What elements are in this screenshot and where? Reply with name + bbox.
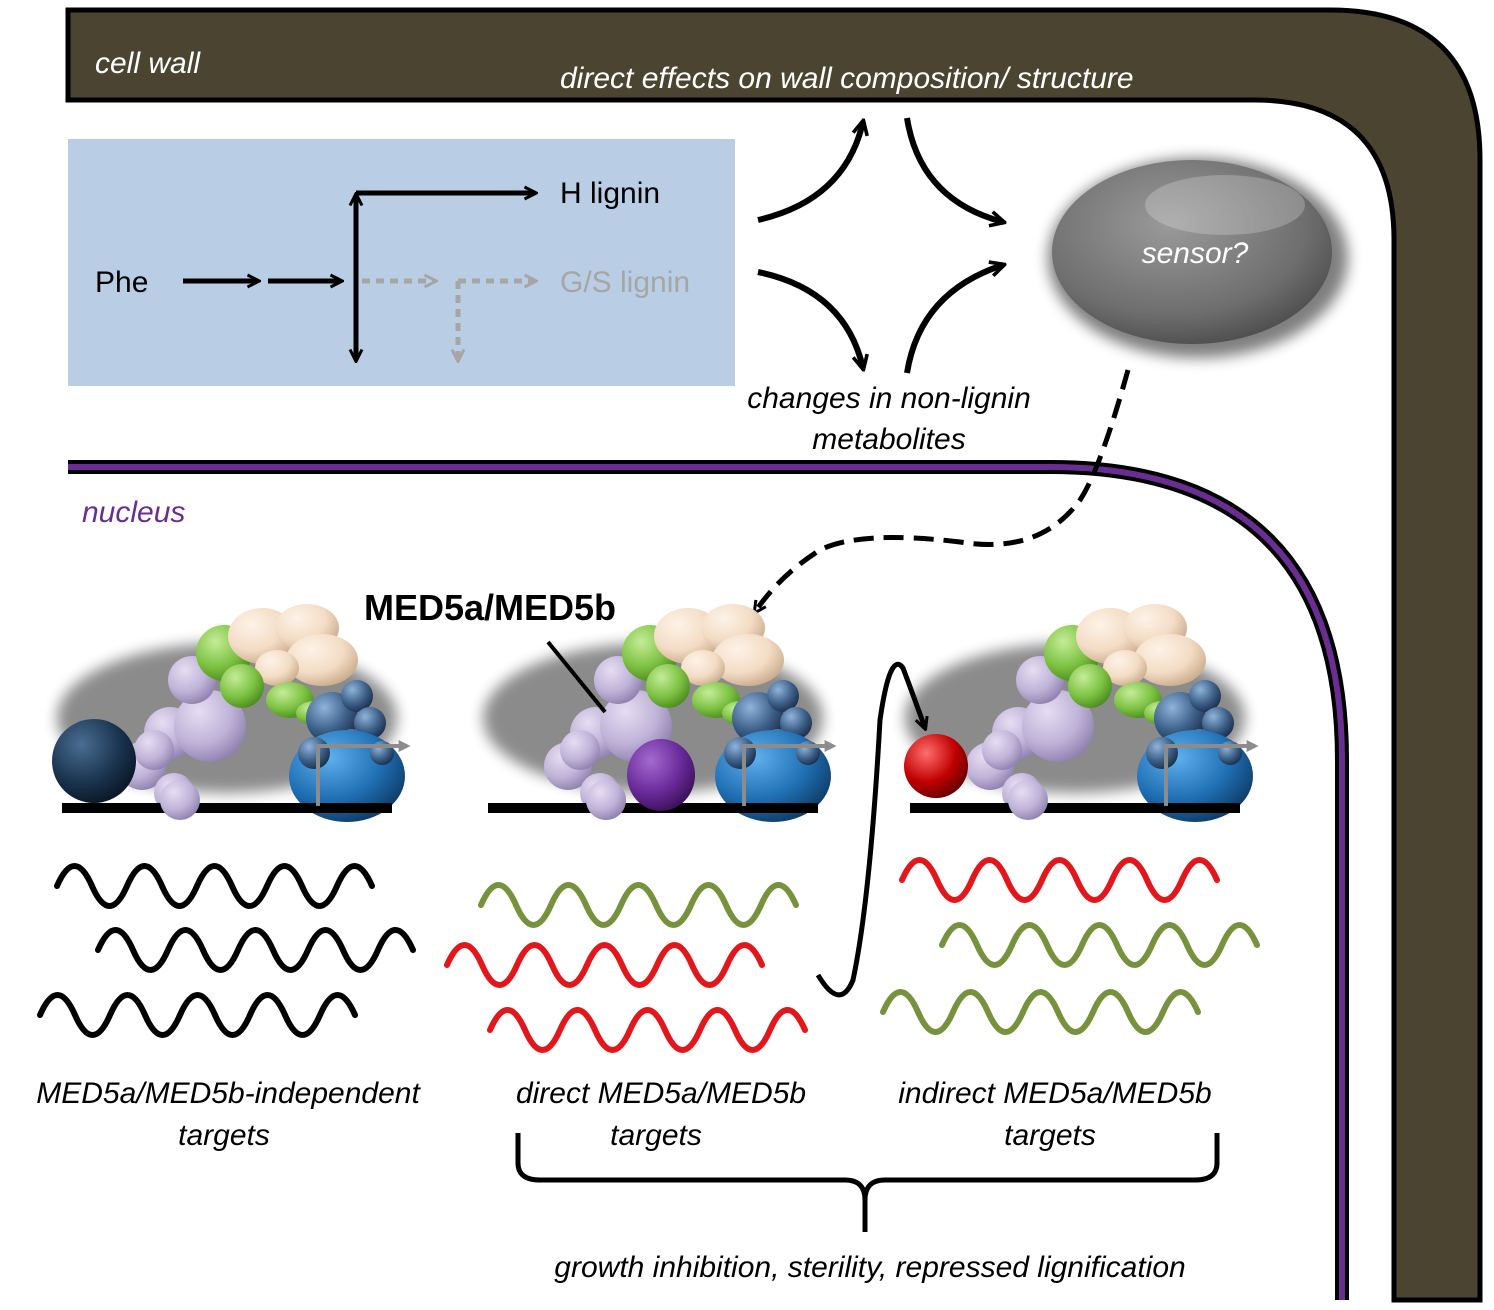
changes-label-line1: changes in non-lignin bbox=[747, 382, 1031, 415]
med5-label: MED5a/MED5b bbox=[364, 587, 616, 628]
lignin-pathway-box bbox=[68, 139, 735, 386]
phenotype-label: growth inhibition, sterility, repressed … bbox=[554, 1251, 1185, 1284]
mediator-complex-independent bbox=[52, 604, 407, 822]
independent-targets-line1: MED5a/MED5b-independent bbox=[36, 1077, 421, 1110]
cell-wall-shape bbox=[65, 7, 1483, 1303]
signal-dashed-arrow bbox=[755, 369, 1131, 612]
sensor-icon bbox=[1052, 160, 1332, 344]
gs-lignin-label: G/S lignin bbox=[560, 266, 690, 299]
phe-label: Phe bbox=[95, 266, 148, 299]
cell-wall-label: cell wall bbox=[95, 47, 201, 80]
med5-pointer-line bbox=[546, 640, 607, 714]
h-lignin-label: H lignin bbox=[560, 177, 660, 210]
transcripts-independent bbox=[40, 866, 413, 1035]
indirect-targets-line1: indirect MED5a/MED5b bbox=[898, 1077, 1211, 1110]
direct-targets-line1: direct MED5a/MED5b bbox=[516, 1077, 806, 1110]
lignin-pathway-arrows bbox=[183, 193, 535, 360]
transcripts-direct bbox=[447, 885, 805, 1050]
indirect-regulation-arrow bbox=[815, 661, 925, 998]
transcripts-indirect bbox=[883, 860, 1257, 1032]
indirect-targets-line2: targets bbox=[1004, 1119, 1096, 1152]
direct-targets-line2: targets bbox=[610, 1119, 702, 1152]
nucleus-label: nucleus bbox=[82, 496, 185, 529]
mediator-complex-indirect bbox=[904, 604, 1255, 822]
sensor-label: sensor? bbox=[1142, 237, 1249, 270]
mediator-complex-direct bbox=[483, 604, 833, 822]
phenotype-brace bbox=[515, 1133, 1220, 1232]
independent-targets-line2: targets bbox=[178, 1119, 270, 1152]
feedback-arrows bbox=[757, 118, 1003, 373]
changes-label-line2: metabolites bbox=[812, 423, 965, 456]
direct-effects-label: direct effects on wall composition/ stru… bbox=[560, 62, 1134, 95]
